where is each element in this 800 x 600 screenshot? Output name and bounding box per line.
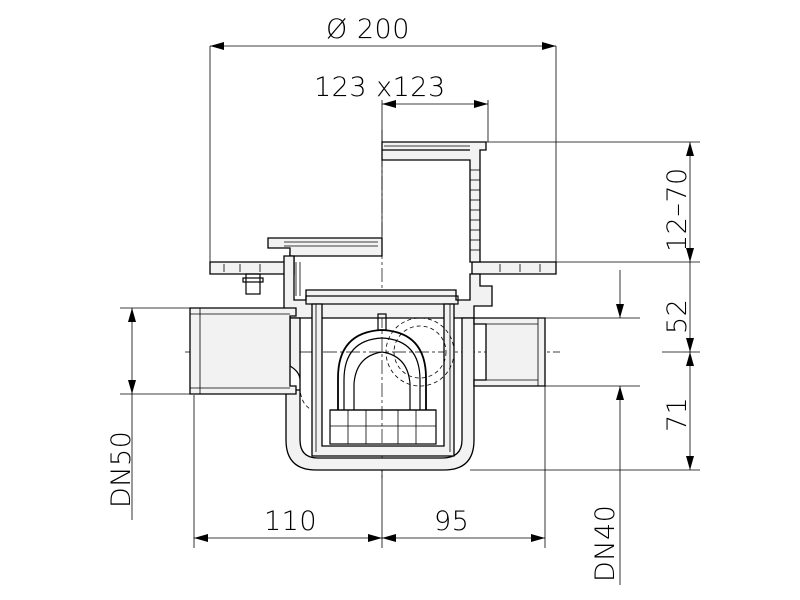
dimension-labels: Ø 200 123 x123 12–70 52 71 DN50 110 95 D… [106,14,693,582]
outlet-dn-label: DN50 [106,431,137,508]
height-adjust-label: 12–70 [662,167,693,252]
axis-to-bottom-label: 71 [662,397,693,432]
left-offset-label: 110 [264,506,317,537]
grate-size-label: 123 x123 [314,72,446,103]
right-offset-label: 95 [434,506,469,537]
dimension-lines [120,42,700,585]
drain-body [189,141,557,471]
riser-ribs [470,169,480,251]
top-to-axis-label: 52 [662,299,693,334]
diameter-label: Ø 200 [326,14,410,45]
inlet-dn-label: DN40 [590,505,621,582]
